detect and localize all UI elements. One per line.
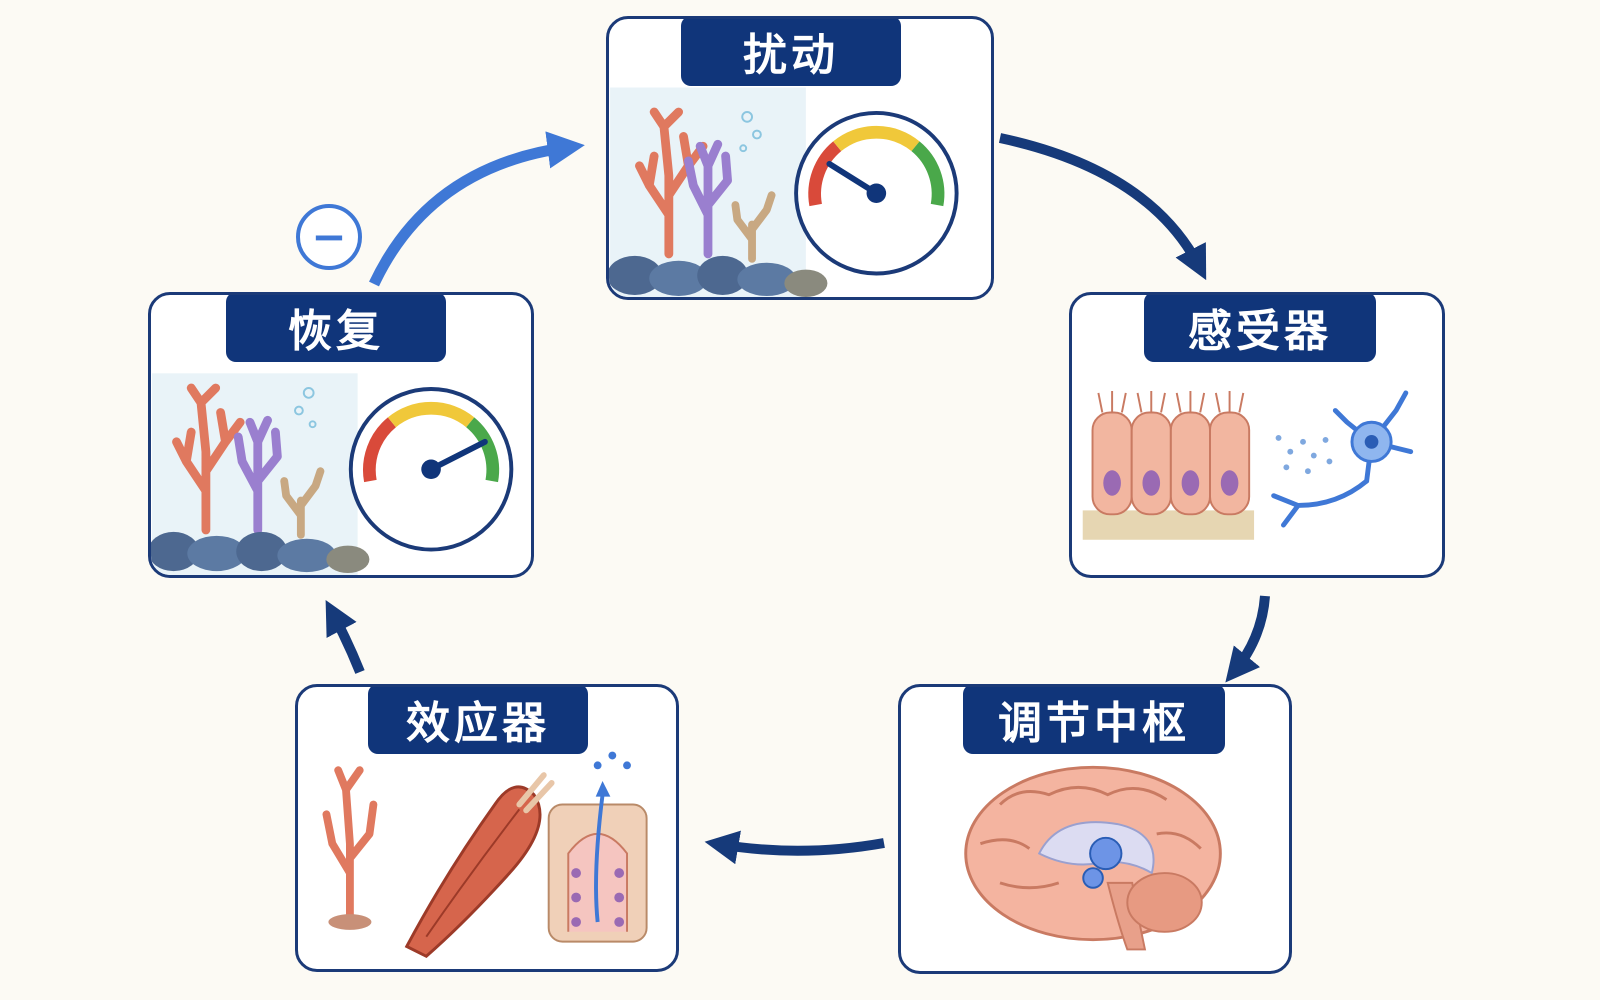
arrow-recovery-to-disturbance bbox=[369, 131, 585, 287]
card-disturbance: 扰动 bbox=[606, 16, 994, 300]
coral-reef-with-gauge-normal-icon bbox=[151, 373, 514, 575]
label-recovery: 恢复 bbox=[226, 295, 446, 362]
card-effector: 效应器 bbox=[295, 684, 679, 972]
coral-reef-with-gauge-low-icon bbox=[609, 87, 959, 297]
label-disturbance: 扰动 bbox=[681, 19, 901, 86]
label-center: 调节中枢 bbox=[963, 687, 1225, 754]
card-recovery: 恢复 bbox=[148, 292, 534, 578]
arrow-disturbance-to-receptor bbox=[998, 133, 1207, 281]
label-effector: 效应器 bbox=[368, 687, 588, 754]
card-receptor: 感受器 bbox=[1069, 292, 1445, 578]
arrow-center-to-effector bbox=[704, 830, 885, 865]
arrow-effector-to-recovery bbox=[325, 599, 365, 674]
arrow-receptor-to-center bbox=[1225, 595, 1270, 683]
negative-sign: − bbox=[311, 212, 346, 261]
label-receptor: 感受器 bbox=[1144, 295, 1376, 362]
card-center: 调节中枢 bbox=[898, 684, 1292, 974]
sensory-cells-and-neuron-icon bbox=[1082, 390, 1414, 540]
negative-feedback-icon: − bbox=[296, 204, 362, 270]
coral-muscle-gland-icon bbox=[322, 751, 648, 959]
brain-icon bbox=[964, 765, 1222, 951]
